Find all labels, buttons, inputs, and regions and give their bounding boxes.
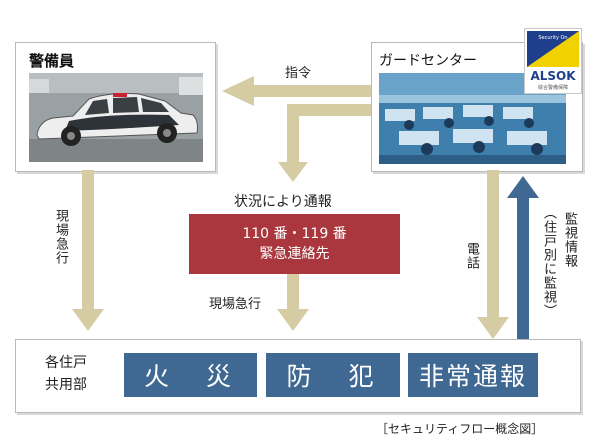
report-by-situation-label: 状況により通報 bbox=[234, 194, 332, 210]
per-unit-monitoring-label: （住戸別に監視） bbox=[541, 206, 556, 318]
logo-brand: ALSOK bbox=[530, 69, 576, 83]
monitoring-arrow bbox=[507, 176, 539, 339]
premises-label-line2: 共用部 bbox=[45, 377, 87, 393]
phone-label: 電話 bbox=[464, 242, 479, 270]
caption: ［セキュリティフロー概念図］ bbox=[376, 422, 544, 436]
emergency-rush-arrow bbox=[277, 274, 309, 331]
logo-sub-text: 綜合警備保障 bbox=[538, 84, 568, 91]
emergency-rush-label: 現場急行 bbox=[209, 297, 262, 312]
guard-title: 警備員 bbox=[29, 52, 75, 70]
category-emergency-call: 非常通報 bbox=[408, 353, 538, 397]
premises-label-line1: 各住戸 bbox=[45, 355, 87, 371]
emergency-contact-box: 110 番・119 番 緊急連絡先 bbox=[189, 214, 400, 274]
emergency-line2: 緊急連絡先 bbox=[259, 246, 330, 262]
emergency-line1: 110 番・119 番 bbox=[242, 226, 347, 242]
report-arrow bbox=[278, 104, 371, 182]
guard-rush-label: 現場急行 bbox=[53, 209, 68, 265]
logo-small-text: Security On bbox=[538, 35, 567, 41]
command-label: 指令 bbox=[285, 66, 312, 81]
alsok-logo: Security On ALSOK 綜合警備保障 bbox=[524, 28, 582, 94]
category-crime-prevention: 防 犯 bbox=[266, 353, 400, 397]
category-fire: 火 災 bbox=[124, 353, 257, 397]
command-arrow bbox=[222, 76, 371, 106]
monitoring-info-label: 監視情報 bbox=[562, 212, 577, 268]
guard-rush-arrow bbox=[72, 170, 104, 331]
patrol-car-photo bbox=[29, 73, 203, 162]
guard-center-title: ガードセンター bbox=[379, 53, 477, 69]
phone-arrow bbox=[477, 170, 509, 339]
